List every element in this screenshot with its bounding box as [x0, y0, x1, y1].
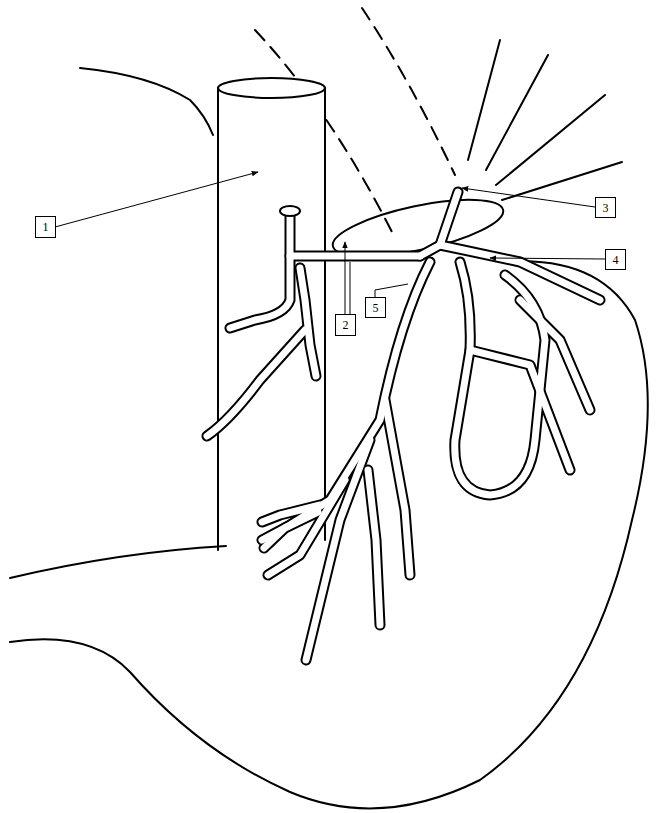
callout-box: 3	[595, 197, 616, 218]
callout-number: 4	[613, 254, 619, 266]
callout-box: 4	[605, 249, 626, 270]
callout-box: 2	[335, 314, 356, 336]
stomach-outline	[10, 261, 648, 808]
callout-number: 5	[373, 302, 379, 314]
organ-outline	[80, 68, 213, 135]
radiating-lines	[468, 40, 622, 200]
callout-box: 5	[365, 297, 386, 318]
callout-number: 2	[343, 319, 349, 331]
vessel-tree	[207, 192, 600, 660]
callout-number: 3	[603, 202, 609, 214]
callout-box: 1	[35, 216, 56, 238]
dashed-line	[362, 8, 455, 175]
stomach-outline	[10, 546, 226, 578]
callout-number: 1	[43, 221, 49, 233]
leader-lines	[55, 172, 605, 314]
